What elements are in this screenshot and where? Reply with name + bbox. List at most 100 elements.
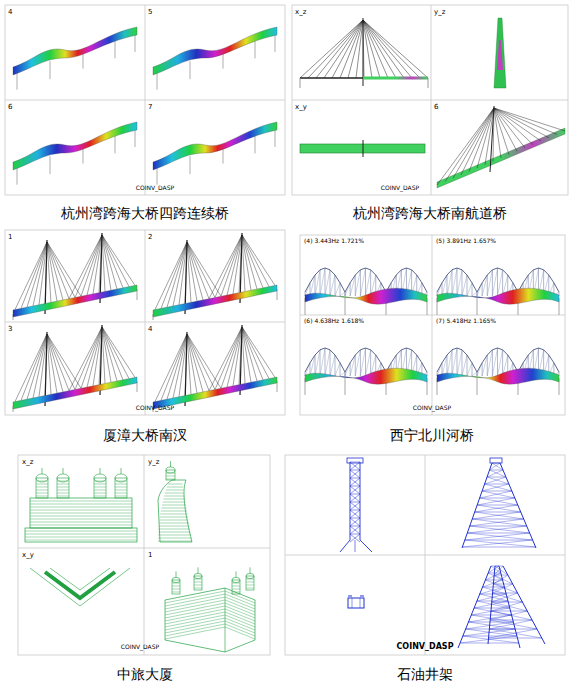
drawing-stroke (533, 268, 538, 270)
drawing-stroke (25, 537, 137, 538)
drawing-stroke (350, 470, 360, 471)
caption: 石油井架 (397, 666, 453, 682)
drawing-stroke (242, 235, 269, 287)
drawing-stroke (487, 477, 509, 484)
watermark: COINV_DASP (136, 185, 174, 192)
drawing-stroke (370, 270, 371, 296)
drawing-stroke (215, 327, 242, 390)
drawing-stroke (325, 348, 326, 376)
view-number: 4 (148, 325, 152, 333)
drawing-stroke (365, 348, 366, 376)
drawing-stroke (198, 567, 199, 573)
drawing-stroke (472, 372, 477, 376)
view-number: 6 (434, 103, 438, 111)
drawing-stroke (477, 505, 521, 512)
view-number: 7 (148, 103, 152, 111)
drawing-stroke (121, 468, 122, 474)
drawing-stroke (275, 34, 276, 52)
drawing-stroke (13, 122, 137, 170)
drawing-stroke (310, 275, 315, 296)
drawing-stroke (490, 463, 500, 470)
drawing-stroke (492, 348, 497, 350)
drawing-stroke (187, 242, 203, 300)
drawing-stroke (135, 34, 136, 52)
drawing-stroke (335, 275, 336, 296)
drawing-stroke (87, 327, 102, 387)
drawing-stroke (554, 283, 559, 292)
drawing-stroke (482, 491, 515, 498)
drawing-stroke (165, 627, 255, 639)
drawing-stroke (57, 487, 69, 488)
drawing-stroke (50, 568, 110, 590)
drawing-stroke (471, 615, 511, 616)
drawing-stroke (320, 270, 321, 296)
drawing-stroke (489, 629, 541, 638)
drawing-stroke (485, 484, 509, 485)
drawing-stroke (330, 355, 335, 376)
drawing-stroke (465, 540, 536, 547)
drawing-stroke (153, 27, 277, 75)
drawing-stroke (493, 593, 518, 594)
truss-bridge (437, 348, 559, 395)
drawing-stroke (340, 20, 363, 78)
drawing-stroke (502, 270, 503, 296)
drawing-stroke (442, 275, 447, 296)
drawing-stroke (498, 348, 503, 350)
drawing-stroke (472, 283, 473, 296)
drawing-stroke (350, 494, 360, 502)
drawing-stroke (185, 332, 187, 406)
building-model (25, 461, 255, 652)
drawing-stroke (47, 242, 75, 298)
drawing-stroke (350, 518, 360, 526)
drawing-stroke (165, 493, 184, 494)
truss-bridge (437, 268, 559, 315)
drawing-stroke (187, 242, 197, 301)
drawing-stroke (468, 622, 513, 623)
drawing-stroke (320, 268, 325, 296)
drawing-stroke (472, 363, 473, 376)
drawing-stroke (508, 355, 513, 363)
drawing-stroke (350, 486, 360, 487)
view-label: x_y (22, 551, 34, 559)
drawing-stroke (330, 350, 335, 355)
drawing-stroke (447, 270, 452, 296)
drawing-stroke (102, 327, 123, 380)
truss-bridge (305, 268, 427, 315)
drawing-stroke (345, 283, 350, 296)
drawing-stroke (350, 518, 360, 519)
drawing-stroke (21, 242, 47, 308)
drawing-stroke (187, 334, 215, 390)
drawing-stroke (165, 588, 255, 652)
drawing-stroke (498, 350, 503, 376)
drawing-stroke (412, 350, 417, 355)
drawing-stroke (422, 283, 427, 292)
drawing-stroke (480, 491, 512, 498)
drawing-stroke (335, 363, 340, 376)
drawing-stroke (360, 462, 361, 540)
panel-frames (5, 5, 568, 655)
drawing-stroke (437, 283, 442, 292)
view-number: 4 (8, 8, 12, 16)
drawing-stroke (350, 470, 360, 478)
drawing-stroke (63, 468, 64, 474)
drawing-stroke (232, 577, 240, 582)
drawing-stroke (494, 108, 549, 138)
drawing-stroke (47, 242, 69, 299)
drawing-stroke (190, 156, 191, 174)
drawing-stroke (340, 372, 345, 376)
cable-stayed-bridge (13, 233, 137, 320)
drawing-stroke (491, 611, 532, 620)
drawing-stroke (27, 242, 47, 307)
drawing-stroke (366, 348, 371, 350)
drawing-stroke (30, 522, 132, 523)
drawing-stroke (457, 350, 462, 376)
drawing-stroke (447, 355, 448, 376)
drawing-stroke (475, 512, 524, 519)
drawing-stroke (458, 566, 491, 648)
drawing-stroke (492, 602, 527, 611)
drawing-stroke (489, 629, 537, 638)
drawing-stroke (159, 523, 189, 524)
drawing-stroke (472, 283, 477, 292)
drawing-stroke (47, 334, 57, 393)
drawing-stroke (363, 20, 428, 78)
